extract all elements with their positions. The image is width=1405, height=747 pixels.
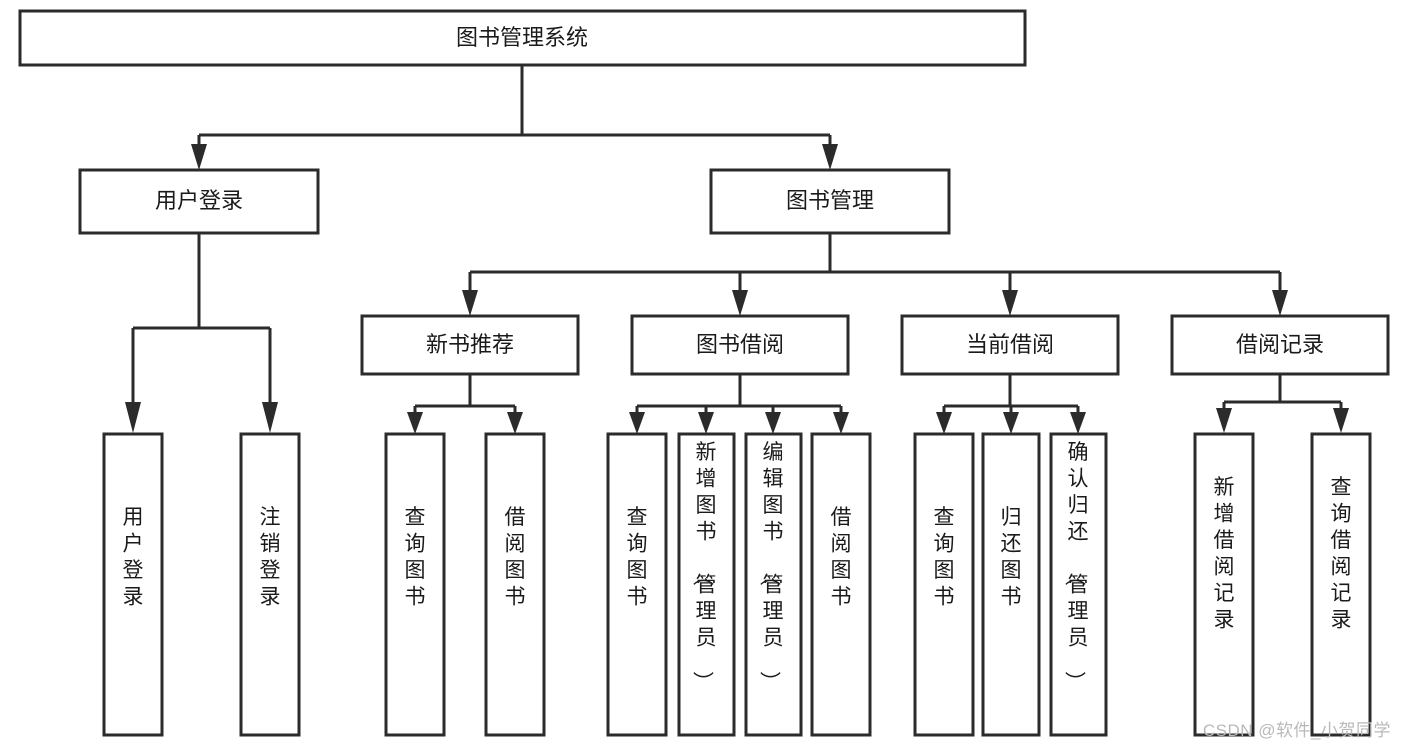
node-leaf-add-borrow-record[interactable]: 新增借阅记录 — [1193, 432, 1255, 737]
arrow-head-leaf-query-book-1 — [407, 412, 423, 434]
node-root-box[interactable] — [18, 9, 1027, 67]
node-new-book-recommend-box[interactable] — [360, 314, 580, 376]
node-leaf-borrow-book-2[interactable]: 借阅图书 — [810, 432, 872, 737]
node-current-borrow-label: 当前借阅 — [966, 332, 1054, 357]
node-leaf-query-book-1-box[interactable] — [384, 432, 446, 737]
arrow-head-leaf-borrow-book-1 — [507, 412, 523, 434]
node-leaf-query-book-2[interactable]: 查询图书 — [606, 432, 668, 737]
node-leaf-query-borrow-record[interactable]: 查询借阅记录 — [1310, 432, 1372, 737]
node-leaf-query-borrow-record-box[interactable] — [1310, 432, 1372, 737]
arrow-head-user-login — [191, 144, 207, 170]
arrow-head-leaf-query-book-2 — [629, 412, 645, 434]
node-leaf-confirm-return-admin-box[interactable] — [1049, 432, 1108, 737]
arrow-head-leaf-query-borrow-record — [1333, 408, 1349, 433]
node-leaf-query-book-1-label: 查询图书 — [405, 506, 426, 609]
node-book-manage-box[interactable] — [709, 168, 951, 235]
arrow-head-leaf-borrow-book-2 — [833, 412, 849, 434]
node-book-manage-label: 图书管理 — [786, 188, 874, 213]
node-book-borrow[interactable]: 图书借阅 — [630, 314, 850, 376]
csdn-watermark: CSDN @软件_小贺同学 — [1202, 721, 1391, 740]
node-leaf-query-book-3-label: 查询图书 — [934, 506, 955, 609]
node-leaf-return-book-label: 归还图书 — [1001, 506, 1022, 609]
node-leaf-logout-login[interactable]: 注销登录 — [239, 432, 301, 737]
node-user-login-label: 用户登录 — [155, 188, 243, 213]
node-leaf-borrow-book-1-box[interactable] — [484, 432, 546, 737]
node-new-book-recommend[interactable]: 新书推荐 — [360, 314, 580, 376]
node-leaf-borrow-book-2-label: 借阅图书 — [831, 506, 852, 609]
node-leaf-borrow-book-1[interactable]: 借阅图书 — [484, 432, 546, 737]
node-user-login-box[interactable] — [78, 168, 320, 235]
node-leaf-query-book-3[interactable]: 查询图书 — [913, 432, 975, 737]
node-leaf-user-login[interactable]: 用户登录 — [102, 432, 164, 737]
node-leaf-add-book-admin-label: 新增图书（管理员） — [691, 441, 717, 692]
node-leaf-logout-login-label: 注销登录 — [260, 506, 281, 609]
connector-group-borrow-record — [1216, 374, 1349, 433]
node-current-borrow[interactable]: 当前借阅 — [900, 314, 1120, 376]
node-leaf-query-borrow-record-label: 查询借阅记录 — [1331, 476, 1352, 632]
node-book-manage[interactable]: 图书管理 — [709, 168, 951, 235]
node-leaf-user-login-box[interactable] — [102, 432, 164, 737]
node-leaf-borrow-book-1-label: 借阅图书 — [505, 506, 526, 609]
node-leaf-query-book-3-box[interactable] — [913, 432, 975, 737]
node-leaf-add-book-admin[interactable]: 新增图书（管理员） — [677, 432, 736, 737]
node-leaf-add-book-admin-box[interactable] — [677, 432, 736, 737]
node-borrow-record[interactable]: 借阅记录 — [1170, 314, 1390, 376]
node-user-login[interactable]: 用户登录 — [78, 168, 320, 235]
node-leaf-query-book-2-box[interactable] — [606, 432, 668, 737]
node-leaf-add-borrow-record-box[interactable] — [1193, 432, 1255, 737]
connector-group-user-login — [125, 233, 278, 433]
arrow-head-leaf-add-borrow-record — [1216, 408, 1232, 433]
node-borrow-record-label: 借阅记录 — [1236, 332, 1324, 357]
connector-group-new-book-recommend — [407, 374, 523, 434]
connector-group-book-manage — [462, 233, 1288, 316]
node-leaf-logout-login-box[interactable] — [239, 432, 301, 737]
arrow-head-current-borrow — [1002, 290, 1018, 316]
node-leaf-edit-book-admin-box[interactable] — [744, 432, 803, 737]
arrow-head-book-borrow — [732, 290, 748, 316]
connector-group-current-borrow — [936, 374, 1086, 434]
arrow-head-new-book-recommend — [462, 290, 478, 316]
arrow-head-book-manage — [822, 144, 838, 170]
connector-group-book-borrow — [629, 374, 849, 434]
node-leaf-edit-book-admin-label: 编辑图书（管理员） — [758, 441, 784, 692]
node-leaf-query-book-1[interactable]: 查询图书 — [384, 432, 446, 737]
arrow-head-leaf-user-login — [125, 402, 141, 433]
node-current-borrow-box[interactable] — [900, 314, 1120, 376]
node-leaf-user-login-label: 用户登录 — [123, 506, 144, 609]
node-leaf-return-book-box[interactable] — [981, 432, 1041, 737]
node-new-book-recommend-label: 新书推荐 — [426, 332, 514, 357]
arrow-head-leaf-confirm-return-admin — [1070, 412, 1086, 434]
node-leaf-borrow-book-2-box[interactable] — [810, 432, 872, 737]
arrow-head-leaf-edit-book-admin — [765, 412, 781, 434]
node-book-borrow-label: 图书借阅 — [696, 332, 784, 357]
arrow-head-borrow-record — [1272, 290, 1288, 316]
node-leaf-query-book-2-label: 查询图书 — [627, 506, 648, 609]
arrow-head-leaf-logout-login — [262, 402, 278, 433]
node-leaf-confirm-return-admin[interactable]: 确认归还（管理员） — [1049, 432, 1108, 737]
node-borrow-record-box[interactable] — [1170, 314, 1390, 376]
node-leaf-edit-book-admin[interactable]: 编辑图书（管理员） — [744, 432, 803, 737]
node-root-label: 图书管理系统 — [456, 25, 588, 50]
connector-group-root — [191, 65, 838, 170]
node-leaf-return-book[interactable]: 归还图书 — [981, 432, 1041, 737]
node-root[interactable]: 图书管理系统 — [18, 9, 1027, 67]
node-book-borrow-box[interactable] — [630, 314, 850, 376]
arrow-head-leaf-add-book-admin — [698, 412, 714, 434]
node-leaf-add-borrow-record-label: 新增借阅记录 — [1214, 476, 1235, 632]
arrow-head-leaf-return-book — [1003, 412, 1019, 434]
arrow-head-leaf-query-book-3 — [936, 412, 952, 434]
node-leaf-confirm-return-admin-label: 确认归还（管理员） — [1063, 441, 1089, 692]
